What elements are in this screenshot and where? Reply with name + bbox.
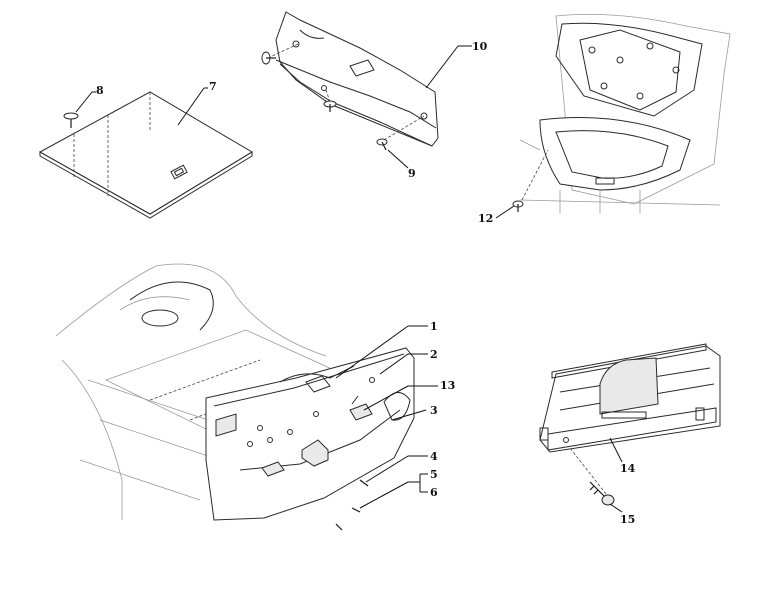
bracket-center xyxy=(301,439,329,467)
label-2: 2 xyxy=(430,348,438,361)
bracket-13 xyxy=(349,395,373,421)
label-3: 3 xyxy=(430,404,438,417)
floor-mat-assembly xyxy=(38,87,253,219)
label-10: 10 xyxy=(472,40,488,53)
rear-panel-trim-assembly xyxy=(261,11,472,169)
rear-trim-panel-assembly xyxy=(539,343,721,513)
clip-right xyxy=(376,138,388,151)
clip-middle xyxy=(323,100,337,112)
label-14: 14 xyxy=(620,462,636,475)
clip-left xyxy=(261,51,276,65)
label-6: 6 xyxy=(430,486,438,499)
label-13: 13 xyxy=(440,379,455,392)
label-15: 15 xyxy=(620,513,635,526)
trunk-side-trim-assembly xyxy=(55,263,438,531)
label-4: 4 xyxy=(430,450,438,463)
trunk-lid-assembly xyxy=(495,13,731,219)
screw-15 xyxy=(589,481,615,506)
label-1: 1 xyxy=(430,320,438,333)
label-12: 12 xyxy=(478,212,493,225)
bracket-lower xyxy=(261,461,285,477)
label-7: 7 xyxy=(209,80,217,93)
label-5: 5 xyxy=(430,468,438,481)
label-8: 8 xyxy=(96,84,104,97)
label-9: 9 xyxy=(408,167,416,180)
